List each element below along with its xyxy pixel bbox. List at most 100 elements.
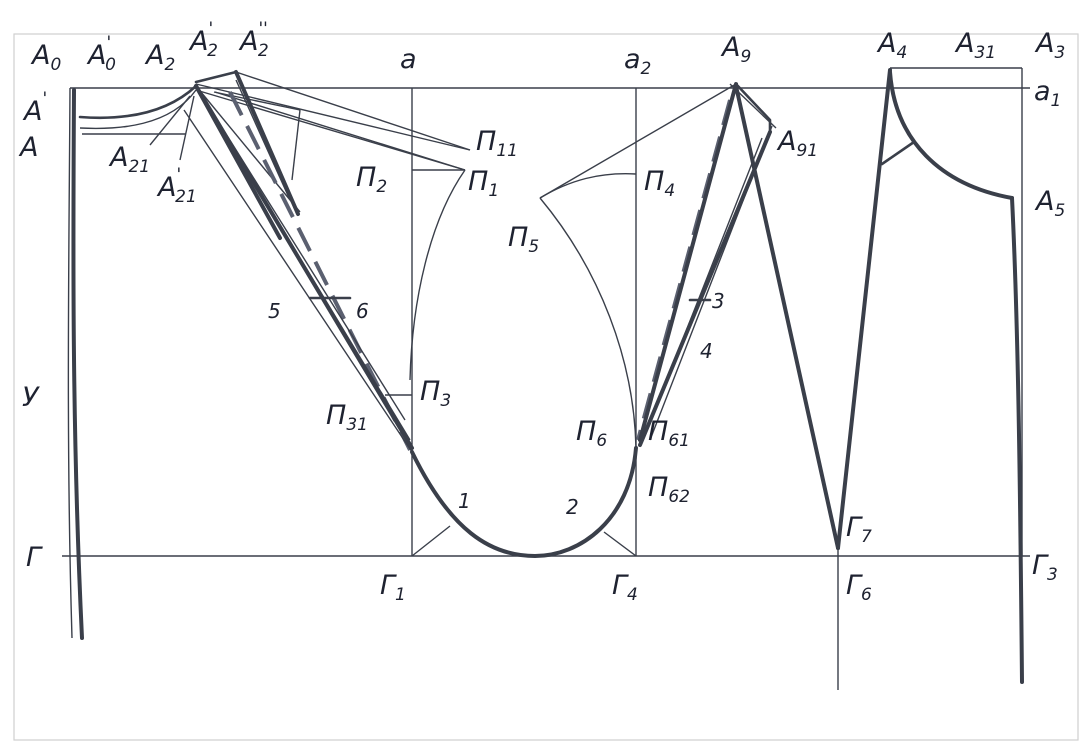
back-armhole-curve-upper [409, 169, 466, 381]
back-dart-line-6 [213, 91, 301, 111]
label-P61: П61 [648, 416, 690, 451]
front-dart-line-1 [638, 82, 738, 442]
svg-text:П6: П6 [576, 416, 607, 451]
centre-front-line [1010, 196, 1024, 684]
A21p-pointer [179, 95, 195, 161]
svg-text:A'0: A'0 [86, 33, 116, 75]
label-a2: a2 [624, 44, 651, 79]
svg-text:A91: A91 [776, 126, 818, 161]
label-P4: П4 [644, 166, 675, 201]
svg-text:a2: a2 [624, 44, 651, 79]
label-A9: A9 [720, 32, 751, 67]
label-a1: a1 [1034, 76, 1061, 111]
P5-P4-curve [539, 173, 637, 199]
label-P6: П6 [576, 416, 607, 451]
label-A5: A5 [1034, 186, 1065, 221]
label-G4: Г4 [612, 570, 638, 605]
neck-tick [880, 140, 916, 166]
front-shoulder-A9-A91 [734, 82, 772, 134]
svg-text:П5: П5 [508, 222, 539, 257]
label-P2: П2 [356, 162, 387, 197]
back-dart-line-5 [291, 109, 301, 181]
centre-back-line [71, 88, 84, 640]
label-A31: A31 [954, 28, 996, 63]
label-A2: A2 [144, 40, 175, 75]
svg-text:A''2: A''2 [238, 19, 269, 61]
label-P11: П11 [476, 126, 518, 161]
side-seam-G7-A4 [836, 68, 892, 550]
svg-text:A21: A21 [108, 142, 150, 177]
back-dart-line-4 [235, 79, 291, 201]
A21-pointer [149, 95, 191, 146]
svg-text:П2: П2 [356, 162, 387, 197]
label-A91: A91 [776, 126, 818, 161]
label-P5: П5 [508, 222, 539, 257]
label-G7: Г7 [846, 512, 872, 547]
back-dart-line-2 [234, 70, 300, 216]
svg-text:A0: A0 [30, 40, 61, 75]
label-P3: П3 [420, 376, 451, 411]
label-A3: A3 [1034, 28, 1065, 63]
label-P1: П1 [468, 166, 499, 201]
label-A0: A0 [30, 40, 61, 75]
marker-6: 6 [356, 299, 369, 323]
label-G6: Г6 [846, 570, 872, 605]
shoulder-edge-A2p-A2pp [194, 70, 238, 84]
side-seam-A9-G7 [734, 84, 840, 550]
svg-text:Г1: Г1 [380, 570, 406, 605]
svg-text:П3: П3 [420, 376, 451, 411]
marker-2: 2 [566, 495, 579, 519]
label-A2pp: A''2 [238, 19, 269, 61]
label-a: a [400, 44, 417, 75]
back-neckline-curve [78, 84, 198, 120]
svg-text:П11: П11 [476, 126, 518, 161]
svg-text:A5: A5 [1034, 186, 1065, 221]
back-dart-line-3 [195, 85, 301, 213]
svg-text:A'21: A'21 [156, 165, 197, 207]
shoulder-line-A2pp-P11 [235, 71, 471, 151]
svg-text:П31: П31 [326, 400, 368, 435]
marker-5: 5 [268, 299, 281, 323]
label-A4: A4 [876, 28, 907, 63]
label-Y: У [22, 382, 40, 413]
marker-4: 4 [700, 339, 713, 363]
label-G3: Г3 [1032, 550, 1058, 585]
bisector-G4 [603, 531, 637, 557]
front-neckline-curve [888, 70, 1014, 200]
back-guide-line-3 [195, 85, 406, 421]
svg-text:A'2: A'2 [188, 19, 218, 61]
label-P31: П31 [326, 400, 368, 435]
label-A: A [18, 132, 38, 163]
label-G: Г [26, 542, 43, 573]
svg-text:Г3: Г3 [1032, 550, 1058, 585]
svg-text:П62: П62 [648, 472, 690, 507]
label-P62: П62 [648, 472, 690, 507]
svg-text:Г: Г [26, 542, 43, 573]
label-Aprime: A' [22, 89, 47, 127]
bisector-G1 [411, 525, 451, 557]
back-guide-line-1 [195, 85, 411, 441]
front-armhole-curve-upper [539, 197, 637, 449]
label-G1: Г1 [380, 570, 406, 605]
svg-text:У: У [22, 382, 40, 413]
svg-text:П1: П1 [468, 166, 499, 201]
P5-A9-line [539, 83, 737, 199]
svg-text:A: A [18, 132, 38, 163]
svg-text:Г4: Г4 [612, 570, 638, 605]
label-A0p: A'0 [86, 33, 116, 75]
shoulder-line-A2-P11 [195, 83, 471, 151]
armhole-bottom-curve [410, 446, 638, 558]
back-dashed-line [228, 91, 412, 451]
svg-text:A4: A4 [876, 28, 907, 63]
svg-text:П4: П4 [644, 166, 675, 201]
svg-text:П61: П61 [648, 416, 690, 451]
svg-text:a: a [400, 44, 417, 75]
svg-text:Г6: Г6 [846, 570, 872, 605]
shoulder-line-A2-P1b [214, 91, 466, 171]
svg-text:A3: A3 [1034, 28, 1065, 63]
svg-text:A9: A9 [720, 32, 751, 67]
front-dart-line-4 [643, 137, 763, 439]
marker-3: 3 [712, 289, 725, 313]
svg-text:a1: a1 [1034, 76, 1061, 111]
